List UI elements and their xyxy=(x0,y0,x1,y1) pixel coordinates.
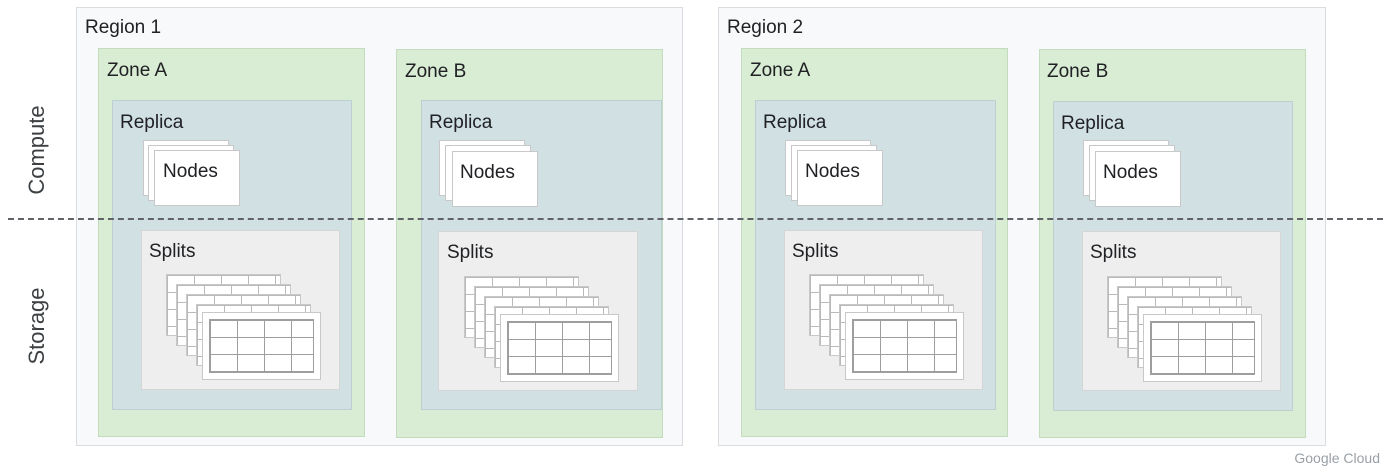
nodes-label: Nodes xyxy=(460,162,515,183)
watermark: Google Cloud xyxy=(1294,450,1380,466)
nodes-box: Nodes xyxy=(452,151,538,207)
splits-label: Splits xyxy=(792,241,839,262)
nodes-label: Nodes xyxy=(163,161,218,182)
split-table xyxy=(845,312,964,380)
nodes-label: Nodes xyxy=(805,161,860,182)
splits-label: Splits xyxy=(1090,242,1137,263)
replica-label: Replica xyxy=(429,112,493,133)
zone-label: Zone B xyxy=(405,61,467,82)
nodes-box: Nodes xyxy=(797,150,883,206)
replica-label: Replica xyxy=(763,112,827,133)
zone-label: Zone B xyxy=(1047,61,1109,82)
splits-label: Splits xyxy=(149,241,196,262)
replica-label: Replica xyxy=(120,112,184,133)
splits-label: Splits xyxy=(447,242,494,263)
replica-label: Replica xyxy=(1061,113,1125,134)
split-table xyxy=(500,314,619,382)
nodes-box: Nodes xyxy=(154,150,240,206)
zone-label: Zone A xyxy=(107,60,168,81)
compute-layer-label: Compute xyxy=(24,105,49,195)
zone-label: Zone A xyxy=(750,60,811,81)
region-label: Region 2 xyxy=(727,17,804,38)
storage-layer-label: Storage xyxy=(24,287,49,365)
nodes-box: Nodes xyxy=(1095,151,1181,207)
compute-storage-divider xyxy=(8,218,1383,220)
split-table xyxy=(1143,314,1262,382)
split-table xyxy=(202,312,321,380)
nodes-label: Nodes xyxy=(1103,162,1158,183)
region-label: Region 1 xyxy=(85,17,162,38)
